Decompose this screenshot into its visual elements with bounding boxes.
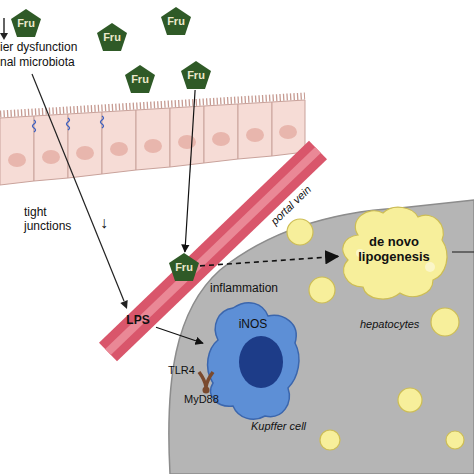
tight-junction <box>33 120 36 132</box>
lps-molecule: LPS <box>120 313 156 329</box>
node-text: Fru <box>124 73 156 86</box>
epithelial-cell <box>170 106 204 167</box>
node-text: hepatocytes <box>360 318 440 331</box>
epithelial-cell <box>204 104 238 163</box>
nucleus <box>8 153 26 167</box>
fru-shape <box>181 61 211 89</box>
tight-junctions <box>33 116 104 132</box>
nucleus <box>246 128 264 142</box>
fructose-molecule: Fru <box>160 6 192 36</box>
node-text: inflammation <box>210 282 290 296</box>
lipid-droplet <box>398 388 422 412</box>
annotation-label: nal microbiota <box>0 56 110 70</box>
node-text: Fru <box>10 17 42 30</box>
fru-shape <box>161 7 191 35</box>
epithelial-cell <box>136 108 170 170</box>
node-text: de novo lipogenesis <box>348 235 440 265</box>
lipid-droplet <box>431 308 459 336</box>
lipid-droplet: de novo lipogenesis <box>338 205 450 300</box>
decrease-arrow <box>3 18 4 34</box>
epithelial-cell <box>34 114 68 181</box>
node-text: Fru <box>96 31 128 44</box>
node-text: iNOS <box>233 318 273 332</box>
leak-arrow <box>32 74 124 301</box>
epithelial-cell <box>272 100 305 156</box>
tight-junction <box>101 116 104 128</box>
nucleus <box>279 125 297 139</box>
node-text: Fru <box>168 261 200 274</box>
fructose-molecule: Fru <box>168 252 200 282</box>
node-text: LPS <box>120 314 156 328</box>
fructose-molecule: Fru <box>96 22 128 52</box>
nucleus <box>76 146 94 160</box>
epithelial-cell <box>0 116 34 185</box>
epithelial-cell <box>238 102 272 159</box>
nucleus <box>178 135 196 149</box>
lipid-droplet <box>320 430 340 450</box>
lipid-droplet <box>287 219 313 245</box>
decrease-arrow-label: ↓ <box>100 214 114 232</box>
nucleus <box>144 139 162 153</box>
kupffer-shape <box>239 336 283 388</box>
node-text: Fru <box>180 69 212 82</box>
leader-line <box>452 251 474 252</box>
node-text: Fru <box>160 15 192 28</box>
lipid-droplets <box>287 219 464 450</box>
nucleus <box>42 150 60 164</box>
myd88-adaptor <box>203 387 210 394</box>
lipid-droplet <box>446 431 464 449</box>
nucleus <box>212 132 230 146</box>
cell-nuclei <box>8 125 297 167</box>
flow-arrow <box>185 90 195 252</box>
liver-shape <box>169 200 474 474</box>
fru-shape <box>97 23 127 51</box>
tight-junction <box>67 118 70 130</box>
flow-arrow <box>156 327 203 343</box>
liver: inflammation hepatocytes iNOS Kupffer cell d… <box>160 190 474 474</box>
epithelial-cells <box>0 100 305 185</box>
receptor-label: TLR4 <box>168 364 202 377</box>
fru-shape <box>125 65 155 93</box>
annotation-label: ier dysfunction <box>0 41 110 55</box>
fructose-molecule: Fru <box>124 64 156 94</box>
adaptor-label: MyD88 <box>184 393 228 406</box>
kupffer-shape <box>208 303 299 419</box>
nucleus <box>110 142 128 156</box>
dashed-arrow <box>200 256 338 266</box>
arrow-head <box>0 33 8 40</box>
lipid-droplet <box>309 277 335 303</box>
fructose-molecule: Fru <box>10 8 42 38</box>
epithelial-cell <box>68 112 102 178</box>
annotation-label: tight junctions <box>24 206 86 234</box>
epithelial-cell <box>102 110 136 174</box>
fructose-molecule: Fru <box>180 60 212 90</box>
arrow-head <box>120 300 127 309</box>
droplet-shape <box>343 207 447 299</box>
fru-shape <box>11 9 41 37</box>
fru-shape <box>169 253 199 281</box>
tlr4-receptor <box>199 372 213 387</box>
node-text: Kupffer cell <box>251 420 326 433</box>
